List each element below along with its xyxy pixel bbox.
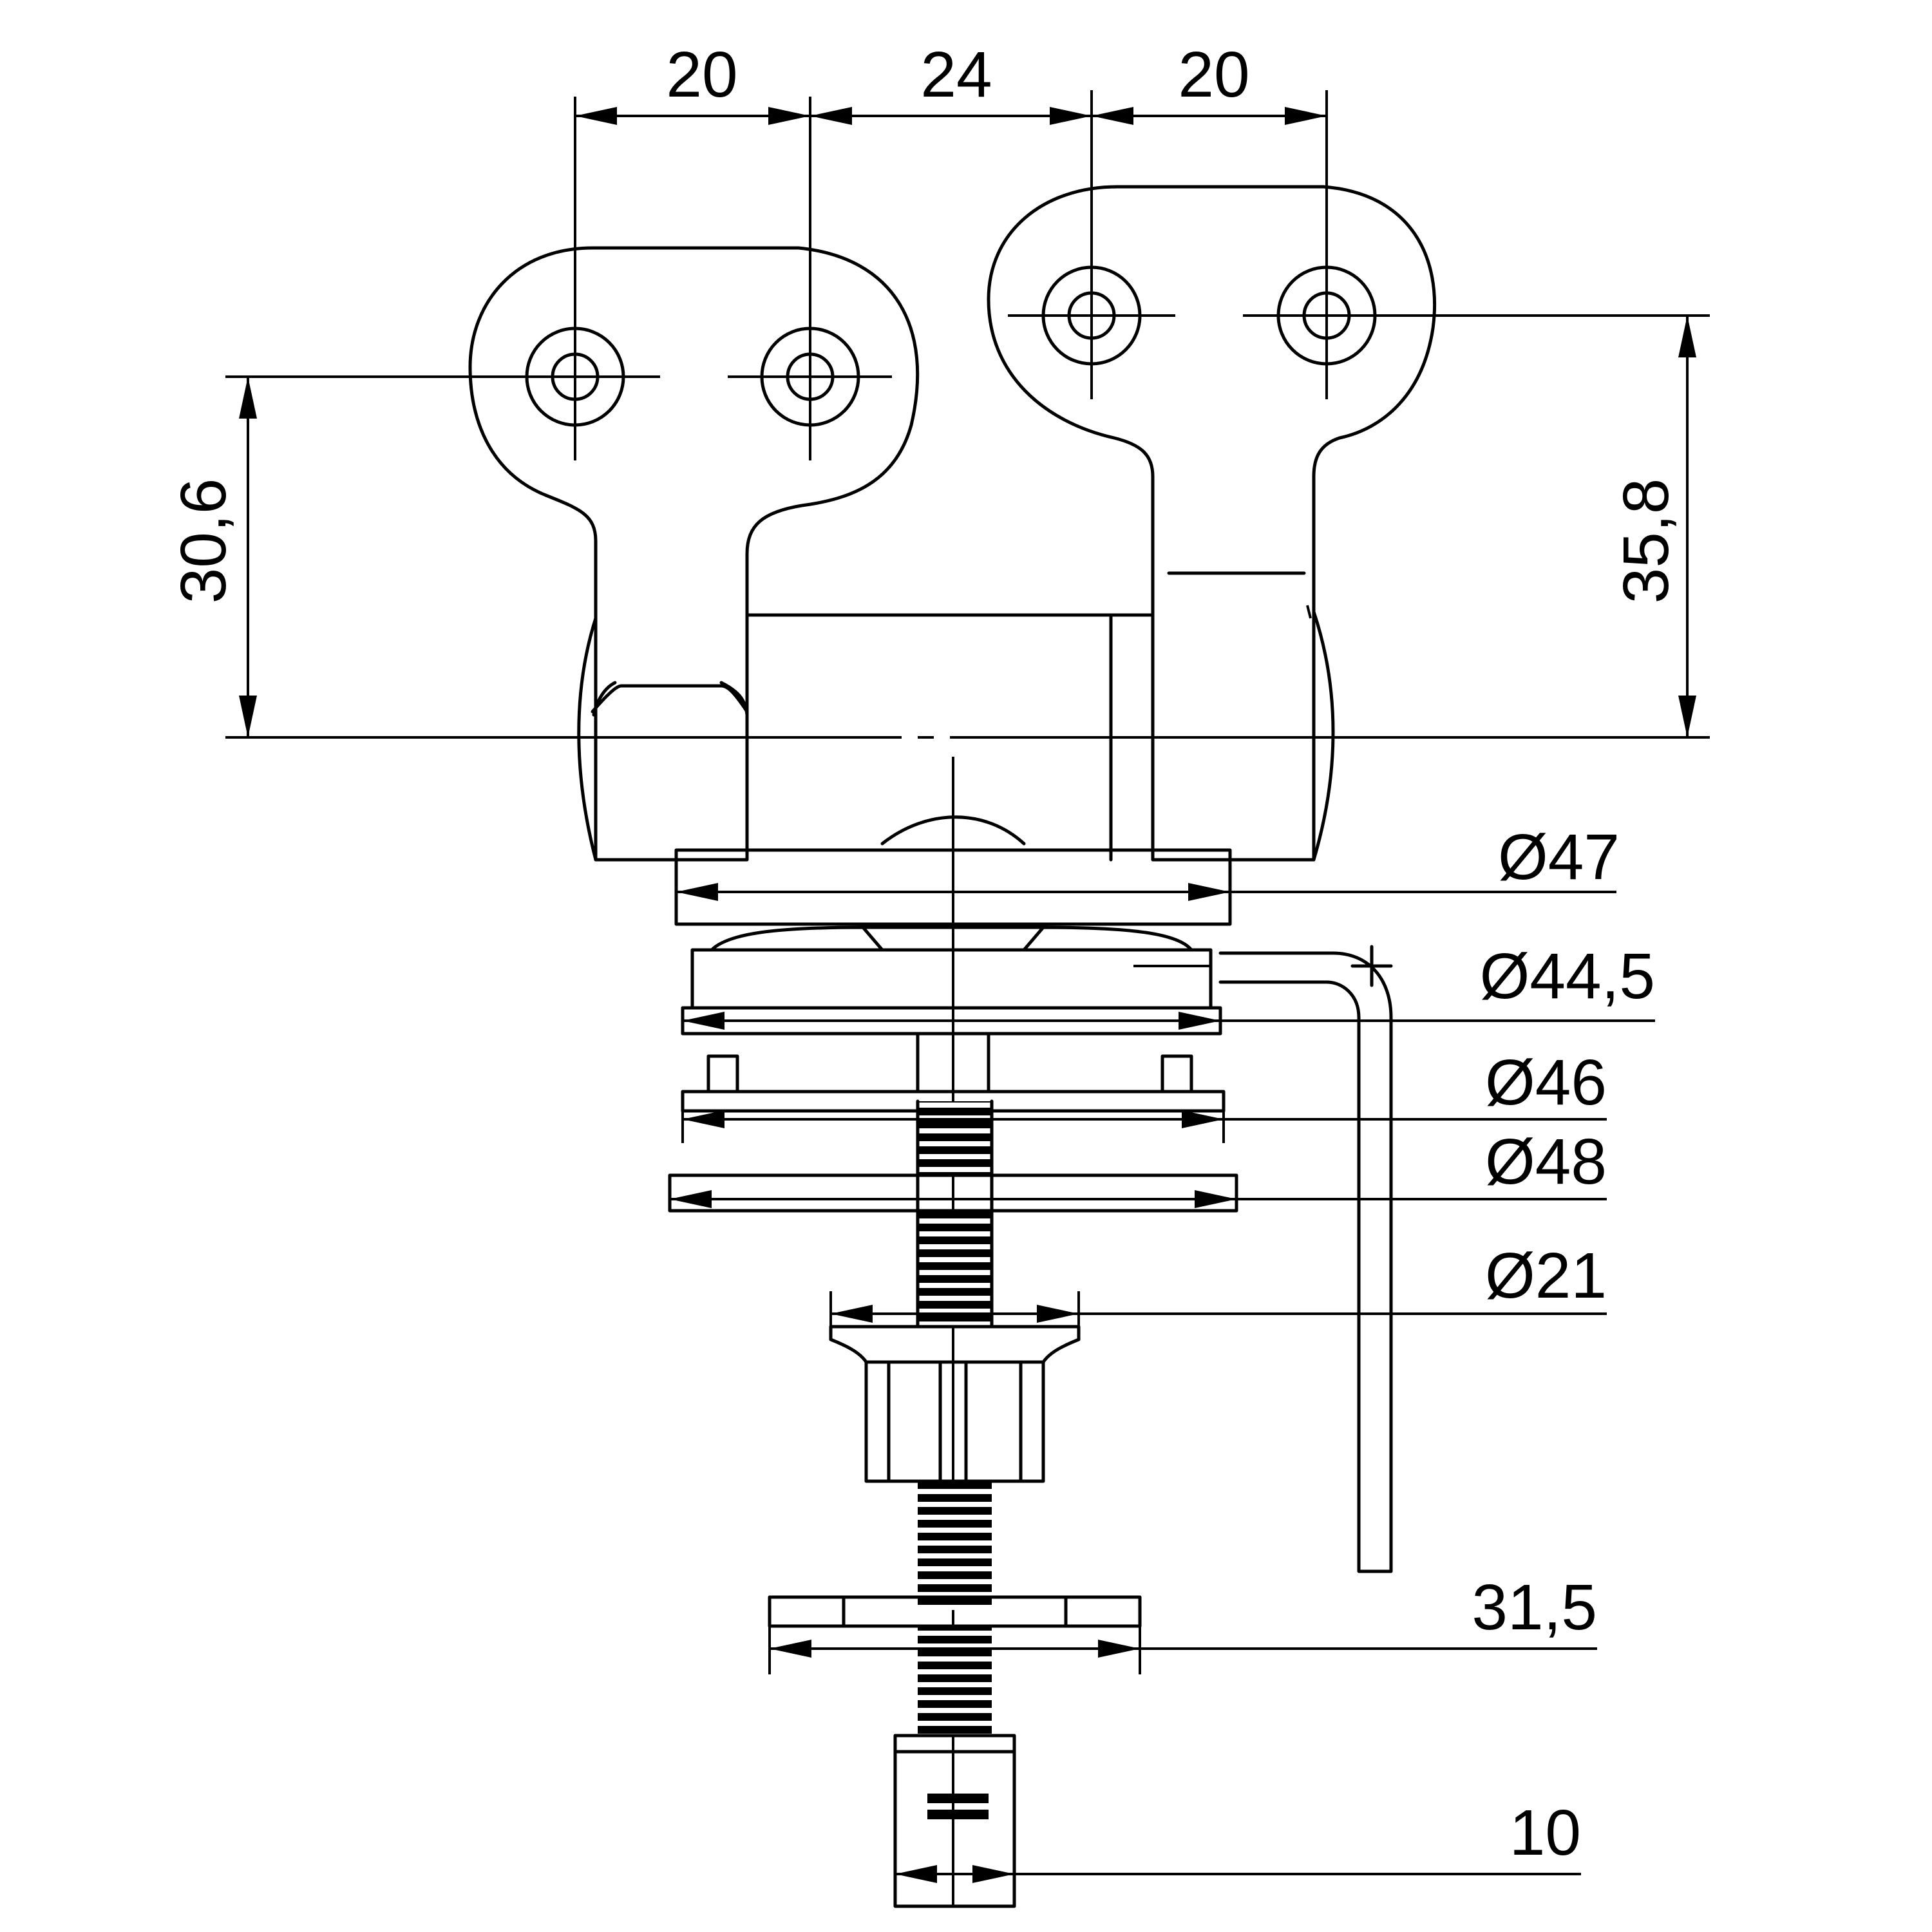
left-bracket [468,246,920,862]
dim-height-right [1678,316,1696,737]
cap [681,925,1222,1036]
dim-washer [681,1092,1607,1143]
threaded-rod [916,1099,994,1736]
dim-cap-label: Ø44,5 [1480,940,1655,1012]
dim-large-washer [670,1190,1607,1208]
bottom-plate [768,1595,1142,1628]
dim-cap [683,1012,1655,1030]
dim-top-spacings [575,107,1327,125]
dim-top-plate-label: Ø47 [1498,821,1620,893]
dim-hole-spacing-left: 20 [666,39,737,111]
end-nut [893,1734,1016,1908]
dim-nut-flange [829,1291,1607,1327]
dim-plate-width [768,1626,1597,1674]
dim-height-left [239,377,257,737]
hex-key [1218,945,1393,1573]
dim-plate-width-label: 31,5 [1472,1571,1597,1643]
pins [706,1032,1193,1094]
dim-end-nut [895,1865,1581,1883]
dim-nut-flange-label: Ø21 [1485,1240,1607,1312]
dim-top-plate [676,883,1616,901]
dim-height-left-label: 30,6 [167,478,240,604]
dim-hole-spacing-right: 20 [1178,39,1249,111]
dim-height-right-label: 35,8 [1610,478,1682,604]
dim-washer-label: Ø46 [1485,1046,1607,1119]
flange-nut [829,1325,1081,1483]
dim-large-washer-label: Ø48 [1485,1126,1607,1198]
dim-bracket-gap: 24 [920,39,992,111]
right-bracket [987,185,1437,862]
top-plate [674,848,1232,926]
dim-end-nut-label: 10 [1510,1797,1581,1869]
